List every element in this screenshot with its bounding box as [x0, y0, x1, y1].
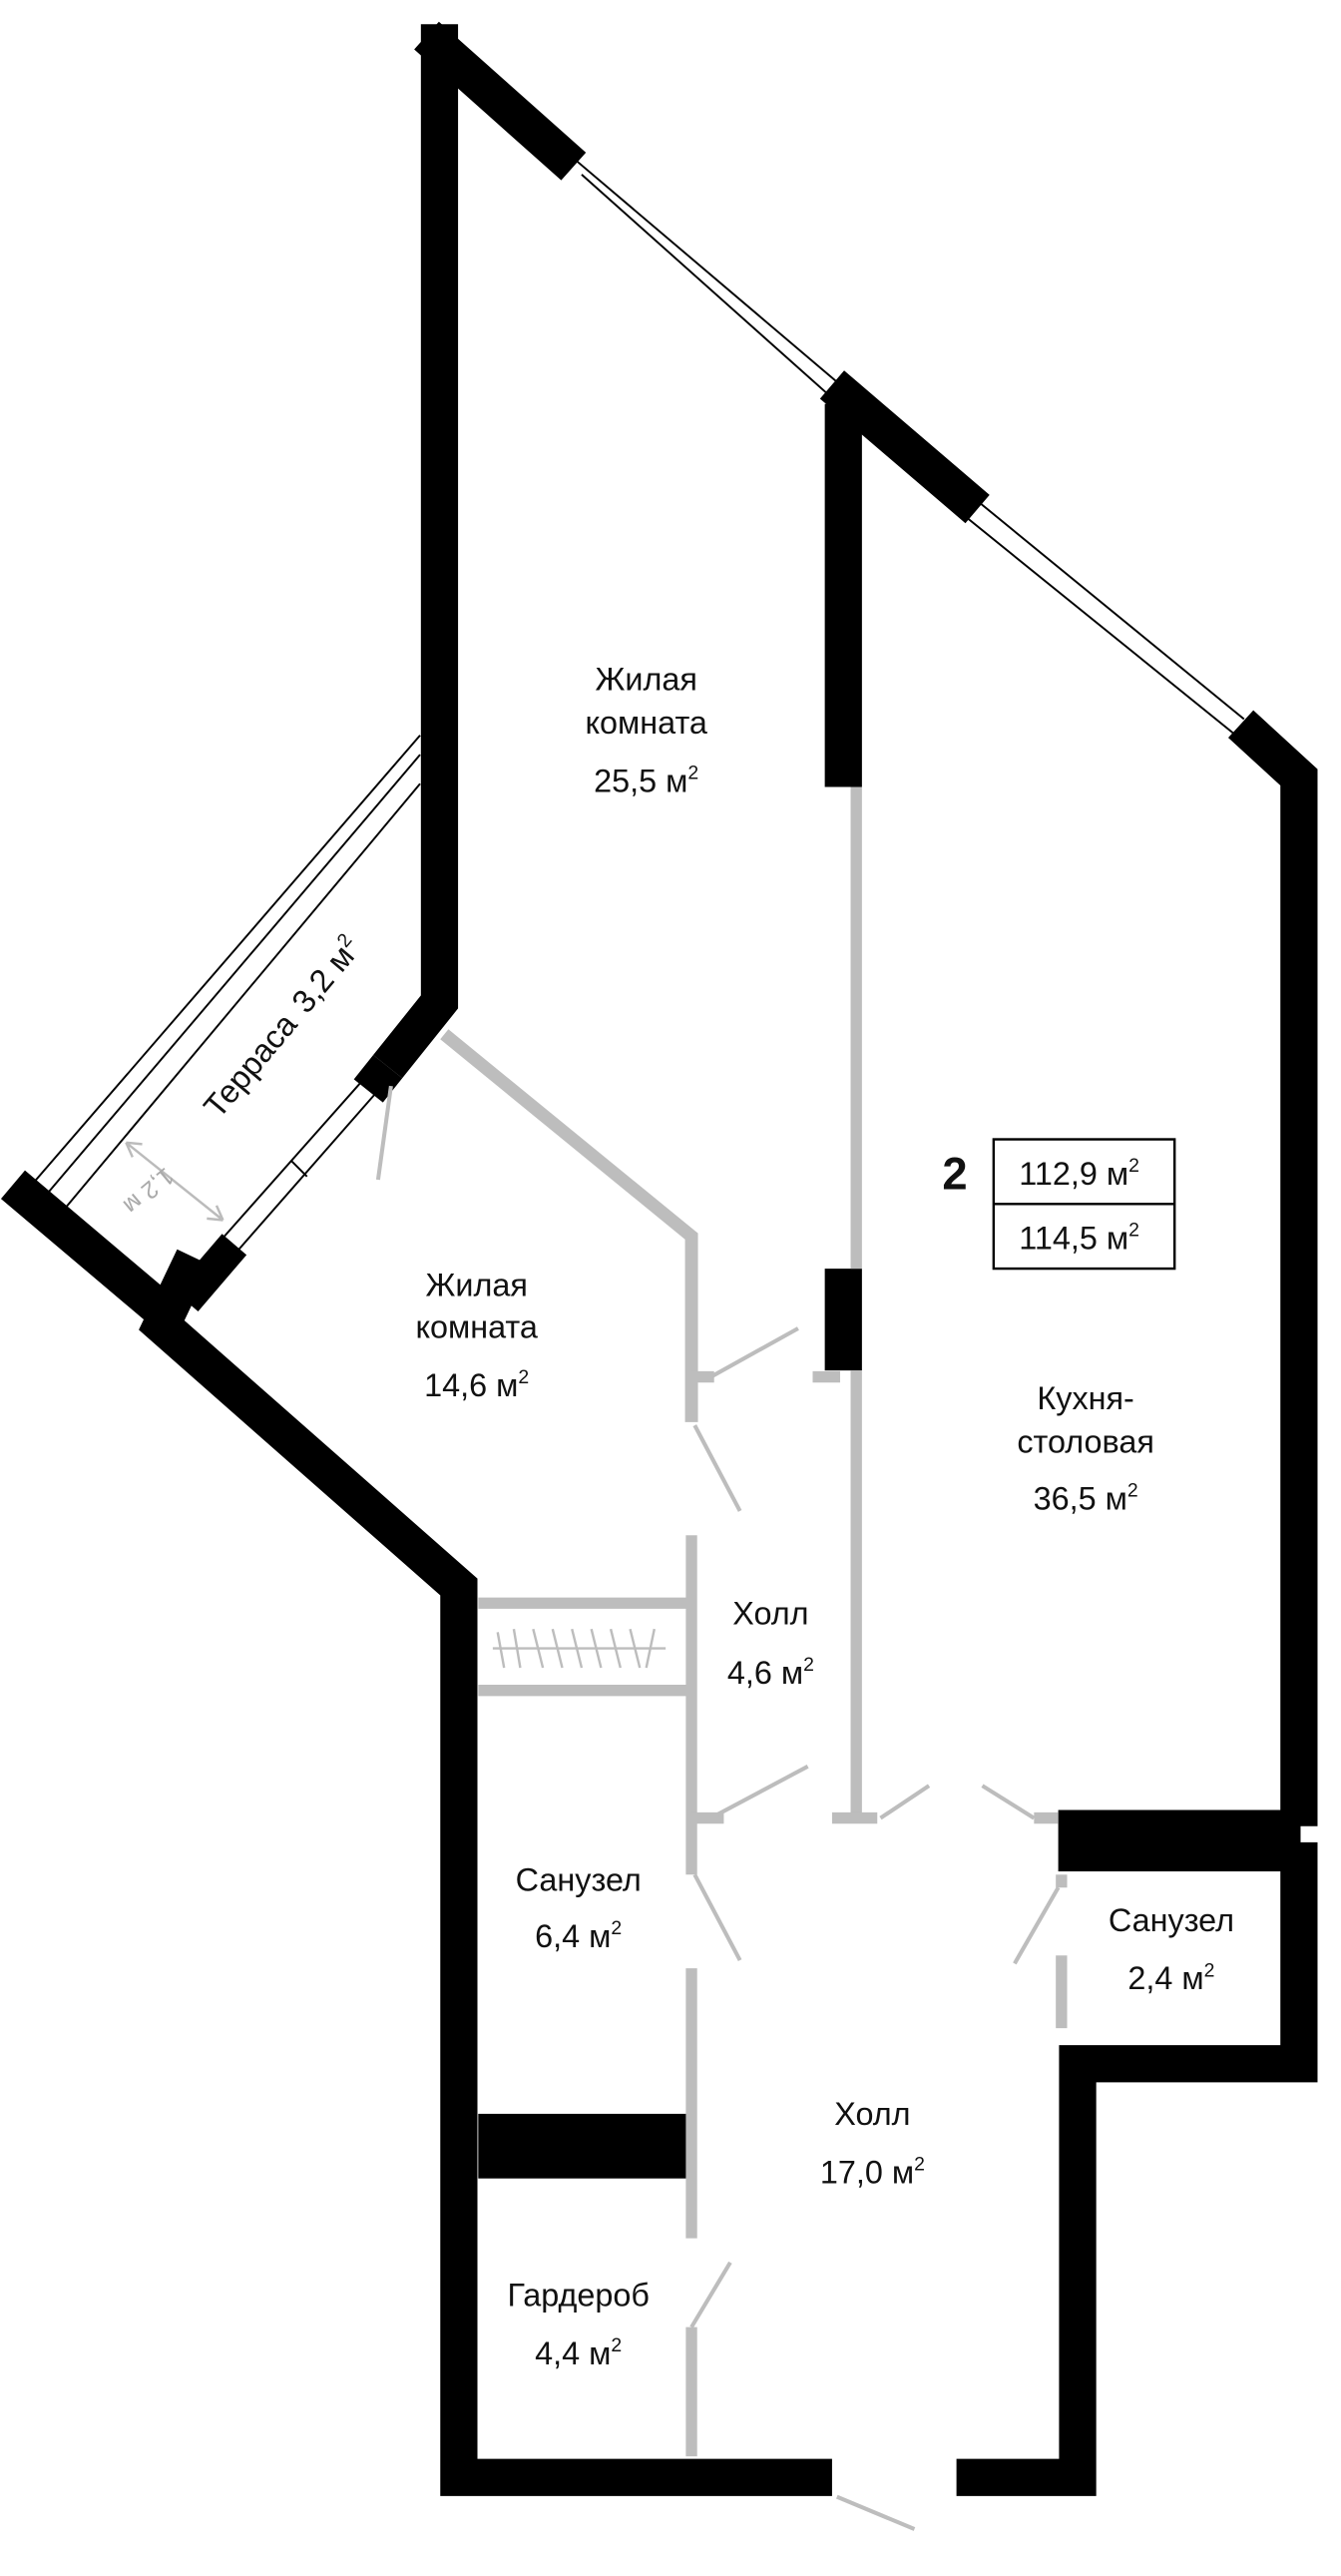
room-bathroom-2: Санузел 2,4 м2	[1109, 1902, 1234, 1996]
svg-text:6,4 м2: 6,4 м2	[535, 1917, 622, 1954]
svg-text:4,4 м2: 4,4 м2	[535, 2334, 622, 2371]
terrace-depth: 1,2 м	[118, 1162, 179, 1219]
svg-text:36,5 м2: 36,5 м2	[1034, 1479, 1138, 1516]
room-living-1: Жилая комната 25,5 м2	[585, 661, 706, 798]
svg-text:Гардероб: Гардероб	[507, 2278, 649, 2314]
svg-text:4,6 м2: 4,6 м2	[727, 1654, 814, 1691]
svg-text:14,6 м2: 14,6 м2	[424, 1366, 529, 1403]
interior-partitions	[440, 786, 1068, 2457]
terrace: Терраса3,2 м2 1,2 м	[118, 929, 367, 1219]
living-area: 112,9 м2	[1019, 1155, 1139, 1192]
room-kitchen: Кухня- столовая 36,5 м2	[1017, 1380, 1154, 1516]
total-area: 114,5 м2	[1019, 1220, 1139, 1257]
area-box: 2 112,9 м2 114,5 м2	[942, 1138, 1176, 1271]
room-hall-2: Холл 17,0 м2	[820, 2096, 925, 2190]
svg-text:17,0 м2: 17,0 м2	[820, 2154, 925, 2191]
room-bathroom-1: Санузел 6,4 м2	[516, 1861, 642, 1954]
svg-text:25,5 м2: 25,5 м2	[594, 762, 698, 798]
room-hall-1: Холл 4,6 м2	[727, 1595, 814, 1691]
svg-text:столовая: столовая	[1017, 1424, 1154, 1460]
svg-text:2,4 м2: 2,4 м2	[1127, 1959, 1214, 1996]
svg-text:Терраса3,2 м2: Терраса3,2 м2	[196, 929, 367, 1125]
exterior-walls	[0, 21, 1318, 2496]
svg-text:Кухня-: Кухня-	[1037, 1380, 1133, 1416]
room-wardrobe: Гардероб 4,4 м2	[507, 2278, 649, 2371]
svg-text:Санузел: Санузел	[516, 1861, 642, 1897]
svg-text:Санузел: Санузел	[1109, 1902, 1234, 1938]
wardrobe-hatch	[492, 1628, 667, 1669]
dimension-arrow	[125, 1141, 224, 1222]
svg-text:Холл: Холл	[732, 1595, 808, 1631]
windows	[28, 157, 1245, 1265]
room-living-2: Жилая комната 14,6 м2	[415, 1268, 537, 1403]
svg-text:Холл: Холл	[834, 2096, 910, 2132]
svg-text:комната: комната	[415, 1309, 537, 1345]
svg-text:Жилая: Жилая	[596, 661, 697, 697]
apartment-number: 2	[942, 1149, 967, 1200]
svg-text:комната: комната	[585, 705, 706, 741]
doors	[125, 1085, 1061, 2531]
svg-text:Жилая: Жилая	[425, 1268, 527, 1303]
